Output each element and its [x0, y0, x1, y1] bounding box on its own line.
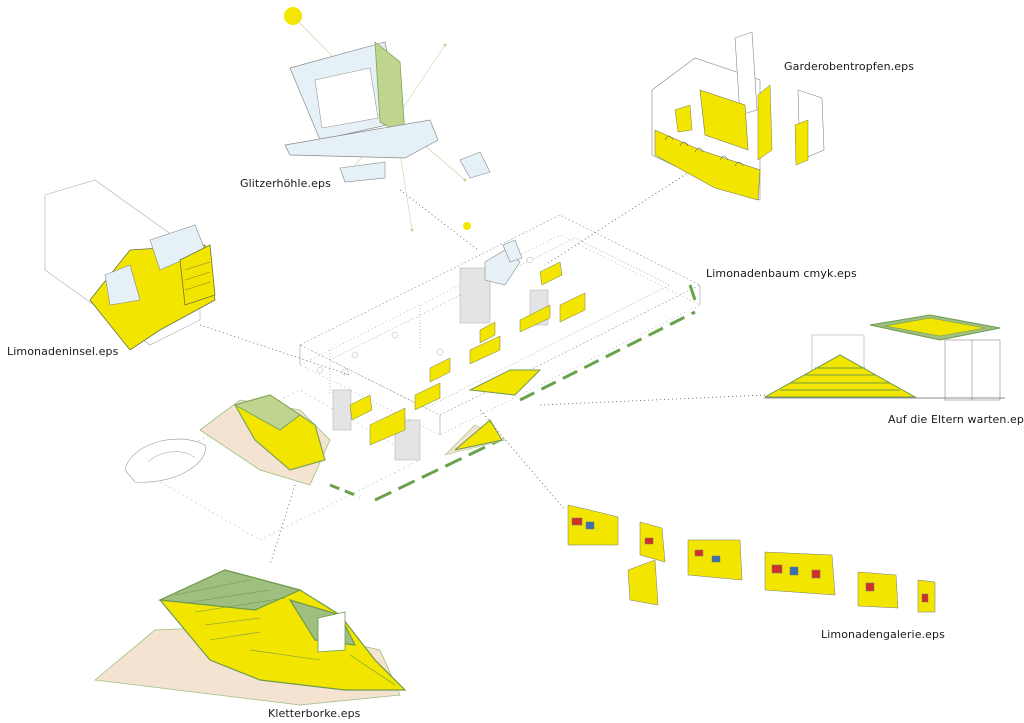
limonadeninsel-label: Limonadeninsel.eps	[7, 345, 119, 358]
garderobentropfen-drawing	[651, 31, 825, 201]
limonadeninsel-drawing	[44, 179, 216, 351]
building-green-edge	[329, 284, 697, 502]
building-island-piece	[124, 394, 331, 486]
building-yellow-panels	[349, 261, 586, 446]
limonadenbaum-label: Limonadenbaum cmyk.eps	[706, 267, 857, 280]
kletterborke-label: Kletterborke.eps	[268, 707, 361, 720]
building-columns	[316, 256, 549, 461]
glitzerhoehle-label: Glitzerhöhle.eps	[240, 177, 331, 190]
eltern-drawing	[763, 314, 1005, 401]
building-limonadenbaum-mini	[484, 239, 523, 286]
leader-lines	[199, 164, 766, 566]
glitzerhoehle-drawing	[284, 7, 491, 232]
sun-icon	[463, 222, 471, 230]
limonadengalerie-drawing	[567, 504, 936, 613]
building-gable-piece	[444, 369, 542, 456]
eltern-label: Auf die Eltern warten.eps	[888, 413, 1024, 426]
kletterborke-drawing	[94, 569, 407, 706]
central-building-plan	[139, 214, 701, 541]
garderobentropfen-label: Garderobentropfen.eps	[784, 60, 915, 73]
limonadengalerie-label: Limonadengalerie.eps	[821, 628, 945, 641]
